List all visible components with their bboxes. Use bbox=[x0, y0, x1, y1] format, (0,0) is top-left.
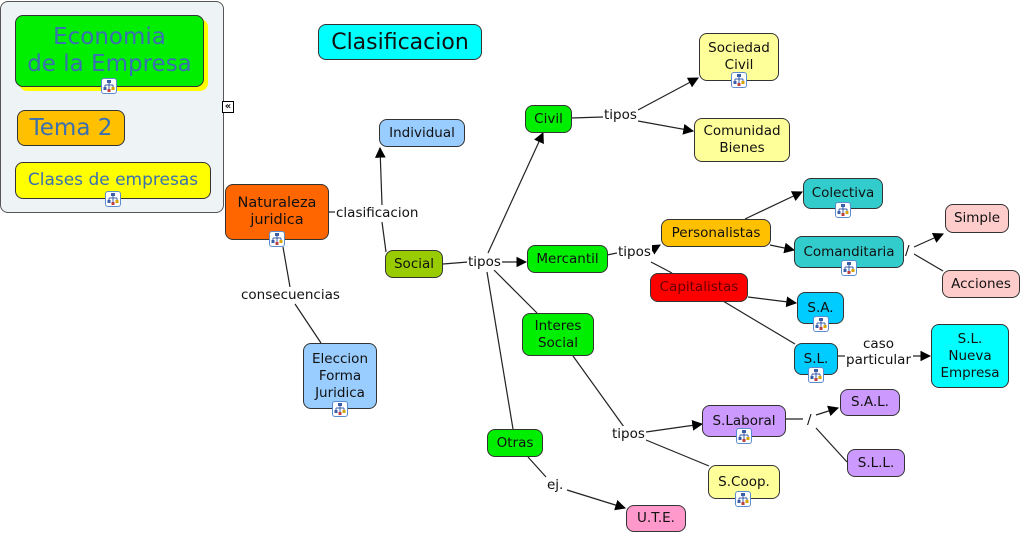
submap-icon[interactable] bbox=[101, 78, 117, 94]
node-sll[interactable]: S.L.L. bbox=[847, 449, 905, 477]
link-label-consecuencias[interactable]: consecuencias bbox=[240, 287, 341, 303]
node-sal[interactable]: S.A.L. bbox=[840, 389, 900, 416]
link-tipos-otras bbox=[486, 271, 514, 430]
node-individual[interactable]: Individual bbox=[379, 119, 465, 147]
link-label-slash-laboral[interactable]: / bbox=[806, 412, 813, 428]
clasificacion-title[interactable]: Clasificacion bbox=[318, 24, 482, 60]
link-clasificacion-individual bbox=[374, 146, 386, 206]
link-slash-sll bbox=[815, 427, 848, 463]
link-label-tipos-mercantil[interactable]: tipos bbox=[617, 244, 652, 260]
node-eleccion-forma-juridica[interactable]: Eleccion Forma Juridica bbox=[303, 343, 377, 409]
node-civil[interactable]: Civil bbox=[525, 105, 572, 133]
link-tipos-slaboral bbox=[645, 420, 704, 433]
link-label-caso-particular[interactable]: caso particular bbox=[845, 336, 912, 368]
link-mercantil-tipos bbox=[606, 252, 618, 256]
map-title-node[interactable]: Economia de la Empresa bbox=[15, 15, 204, 87]
link-tipos-scoop bbox=[645, 439, 710, 467]
link-social-tipos bbox=[442, 261, 469, 265]
link-tipos-capitalistas bbox=[650, 261, 673, 274]
link-naturaleza-consecuencias bbox=[282, 246, 291, 288]
link-tipos-civil bbox=[487, 132, 544, 254]
submap-icon[interactable] bbox=[841, 260, 857, 276]
node-acciones[interactable]: Acciones bbox=[942, 270, 1020, 298]
node-simple[interactable]: Simple bbox=[945, 204, 1009, 233]
link-tipos-interes bbox=[493, 269, 538, 314]
link-label-slash-comanditaria[interactable]: / bbox=[904, 243, 911, 259]
node-comunidad-bienes[interactable]: Comunidad Bienes bbox=[694, 118, 790, 162]
link-tipos-comunidad bbox=[637, 120, 695, 135]
collapse-panel-button[interactable]: « bbox=[222, 101, 234, 113]
node-personalistas[interactable]: Personalistas bbox=[661, 219, 771, 247]
submap-icon[interactable] bbox=[808, 367, 824, 383]
link-tipos-sociedadcivil bbox=[637, 77, 699, 111]
link-label-tipos-interes[interactable]: tipos bbox=[611, 426, 646, 442]
tema-node[interactable]: Tema 2 bbox=[17, 110, 125, 146]
node-sl-nueva-empresa[interactable]: S.L. Nueva Empresa bbox=[931, 324, 1009, 388]
node-ute[interactable]: U.T.E. bbox=[626, 505, 686, 532]
submap-icon[interactable] bbox=[269, 231, 285, 247]
submap-icon[interactable] bbox=[835, 202, 851, 218]
submap-icon[interactable] bbox=[332, 401, 348, 417]
submap-icon[interactable] bbox=[105, 191, 121, 207]
link-consecuencias-eleccion bbox=[294, 303, 322, 344]
node-sociedad-civil[interactable]: Sociedad Civil bbox=[699, 33, 779, 81]
link-slash-acciones bbox=[913, 253, 944, 272]
node-naturaleza-juridica[interactable]: Naturaleza juridica bbox=[225, 184, 329, 240]
link-clasificacion-social bbox=[381, 221, 387, 253]
submap-icon[interactable] bbox=[736, 428, 752, 444]
topic-node[interactable]: Clases de empresas bbox=[15, 162, 211, 199]
node-otras[interactable]: Otras bbox=[487, 429, 543, 457]
link-label-clasificacion[interactable]: clasificacion bbox=[335, 205, 420, 221]
link-otras-ej bbox=[527, 456, 547, 478]
link-capitalistas-sa bbox=[747, 296, 798, 308]
submap-icon[interactable] bbox=[731, 72, 747, 88]
link-interes-tipos bbox=[572, 355, 625, 428]
link-personalistas-colectiva bbox=[744, 191, 803, 220]
link-ej-ute bbox=[566, 489, 627, 511]
submap-icon[interactable] bbox=[735, 491, 751, 507]
link-personalistas-comanditaria bbox=[769, 242, 796, 254]
link-label-tipos-civil[interactable]: tipos bbox=[603, 107, 638, 123]
node-mercantil[interactable]: Mercantil bbox=[527, 245, 608, 273]
link-slash-simple bbox=[913, 233, 944, 248]
link-capitalistas-sl bbox=[722, 300, 796, 345]
link-civil-tipos bbox=[570, 116, 604, 119]
node-capitalistas[interactable]: Capitalistas bbox=[650, 273, 748, 302]
link-label-tipos-social[interactable]: tipos bbox=[467, 254, 502, 270]
link-slash-sal bbox=[815, 405, 840, 417]
node-social[interactable]: Social bbox=[385, 250, 443, 278]
link-label-ej[interactable]: ej. bbox=[546, 477, 565, 493]
node-interes-social[interactable]: Interes Social bbox=[522, 313, 594, 356]
submap-icon[interactable] bbox=[813, 316, 829, 332]
